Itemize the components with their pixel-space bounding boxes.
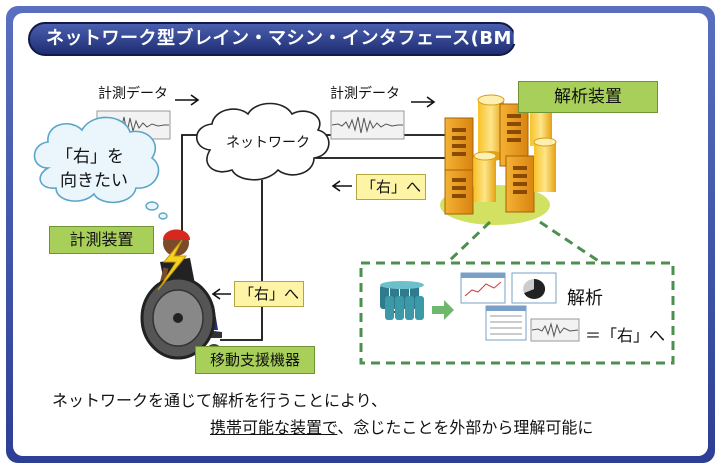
arrow-left-upper bbox=[331, 180, 352, 192]
inset-result-label: ＝「右」へ bbox=[585, 326, 666, 345]
thought-bubble bbox=[33, 116, 160, 204]
inset-chart-window-1 bbox=[460, 272, 506, 304]
bottom-text-line1: ネットワークを通じて解析を行うことにより、 bbox=[52, 391, 388, 410]
bottom-text-rest: 、念じたことを外部から理解可能に bbox=[337, 418, 594, 437]
thought-text-line2: 向きたい bbox=[60, 171, 128, 191]
analysis-device-label: 解析装置 bbox=[518, 81, 658, 113]
title-bar bbox=[28, 22, 516, 56]
inset-analysis-label: 解析 bbox=[567, 288, 603, 309]
command-right-lower: 「右」へ bbox=[234, 281, 304, 307]
diagram-title: ネットワーク型ブレイン・マシン・インタフェース(BMI) bbox=[46, 28, 528, 49]
inset-chart-window-2 bbox=[511, 272, 557, 304]
inset-callout bbox=[359, 220, 675, 365]
command-right-upper: 「右」へ bbox=[356, 174, 426, 200]
inset-signal-box bbox=[530, 318, 580, 342]
inset-table-window bbox=[485, 305, 527, 341]
line-network-to-wheelchair bbox=[220, 180, 263, 341]
network-cloud bbox=[195, 102, 330, 181]
bottom-text-line2: 携帯可能な装置で、念じたことを外部から理解可能に bbox=[210, 414, 593, 438]
measurement-data-label-left: 計測データ bbox=[98, 86, 168, 102]
measurement-data-label-right: 計測データ bbox=[330, 86, 400, 102]
server-tower-3 bbox=[444, 151, 497, 215]
arrow-left-lower bbox=[211, 288, 231, 300]
server-tower-1 bbox=[444, 94, 505, 181]
arrow-right-upper bbox=[411, 96, 436, 108]
network-label: ネットワーク bbox=[226, 135, 310, 151]
measurement-device-label: 計測装置 bbox=[49, 226, 154, 254]
server-tower-4 bbox=[505, 137, 557, 213]
signal-box-right bbox=[330, 110, 405, 140]
thought-text-line1: 「右」を bbox=[56, 147, 124, 167]
bottom-text-underlined: 携帯可能な装置で bbox=[210, 418, 338, 437]
inset-arrow bbox=[432, 300, 454, 320]
inset-dashed-box bbox=[359, 261, 675, 365]
mobility-device-label: 移動支援機器 bbox=[195, 346, 315, 374]
arrow-right-left bbox=[175, 94, 200, 106]
inset-battery-cells bbox=[380, 281, 424, 320]
wheelchair-person bbox=[140, 229, 222, 360]
